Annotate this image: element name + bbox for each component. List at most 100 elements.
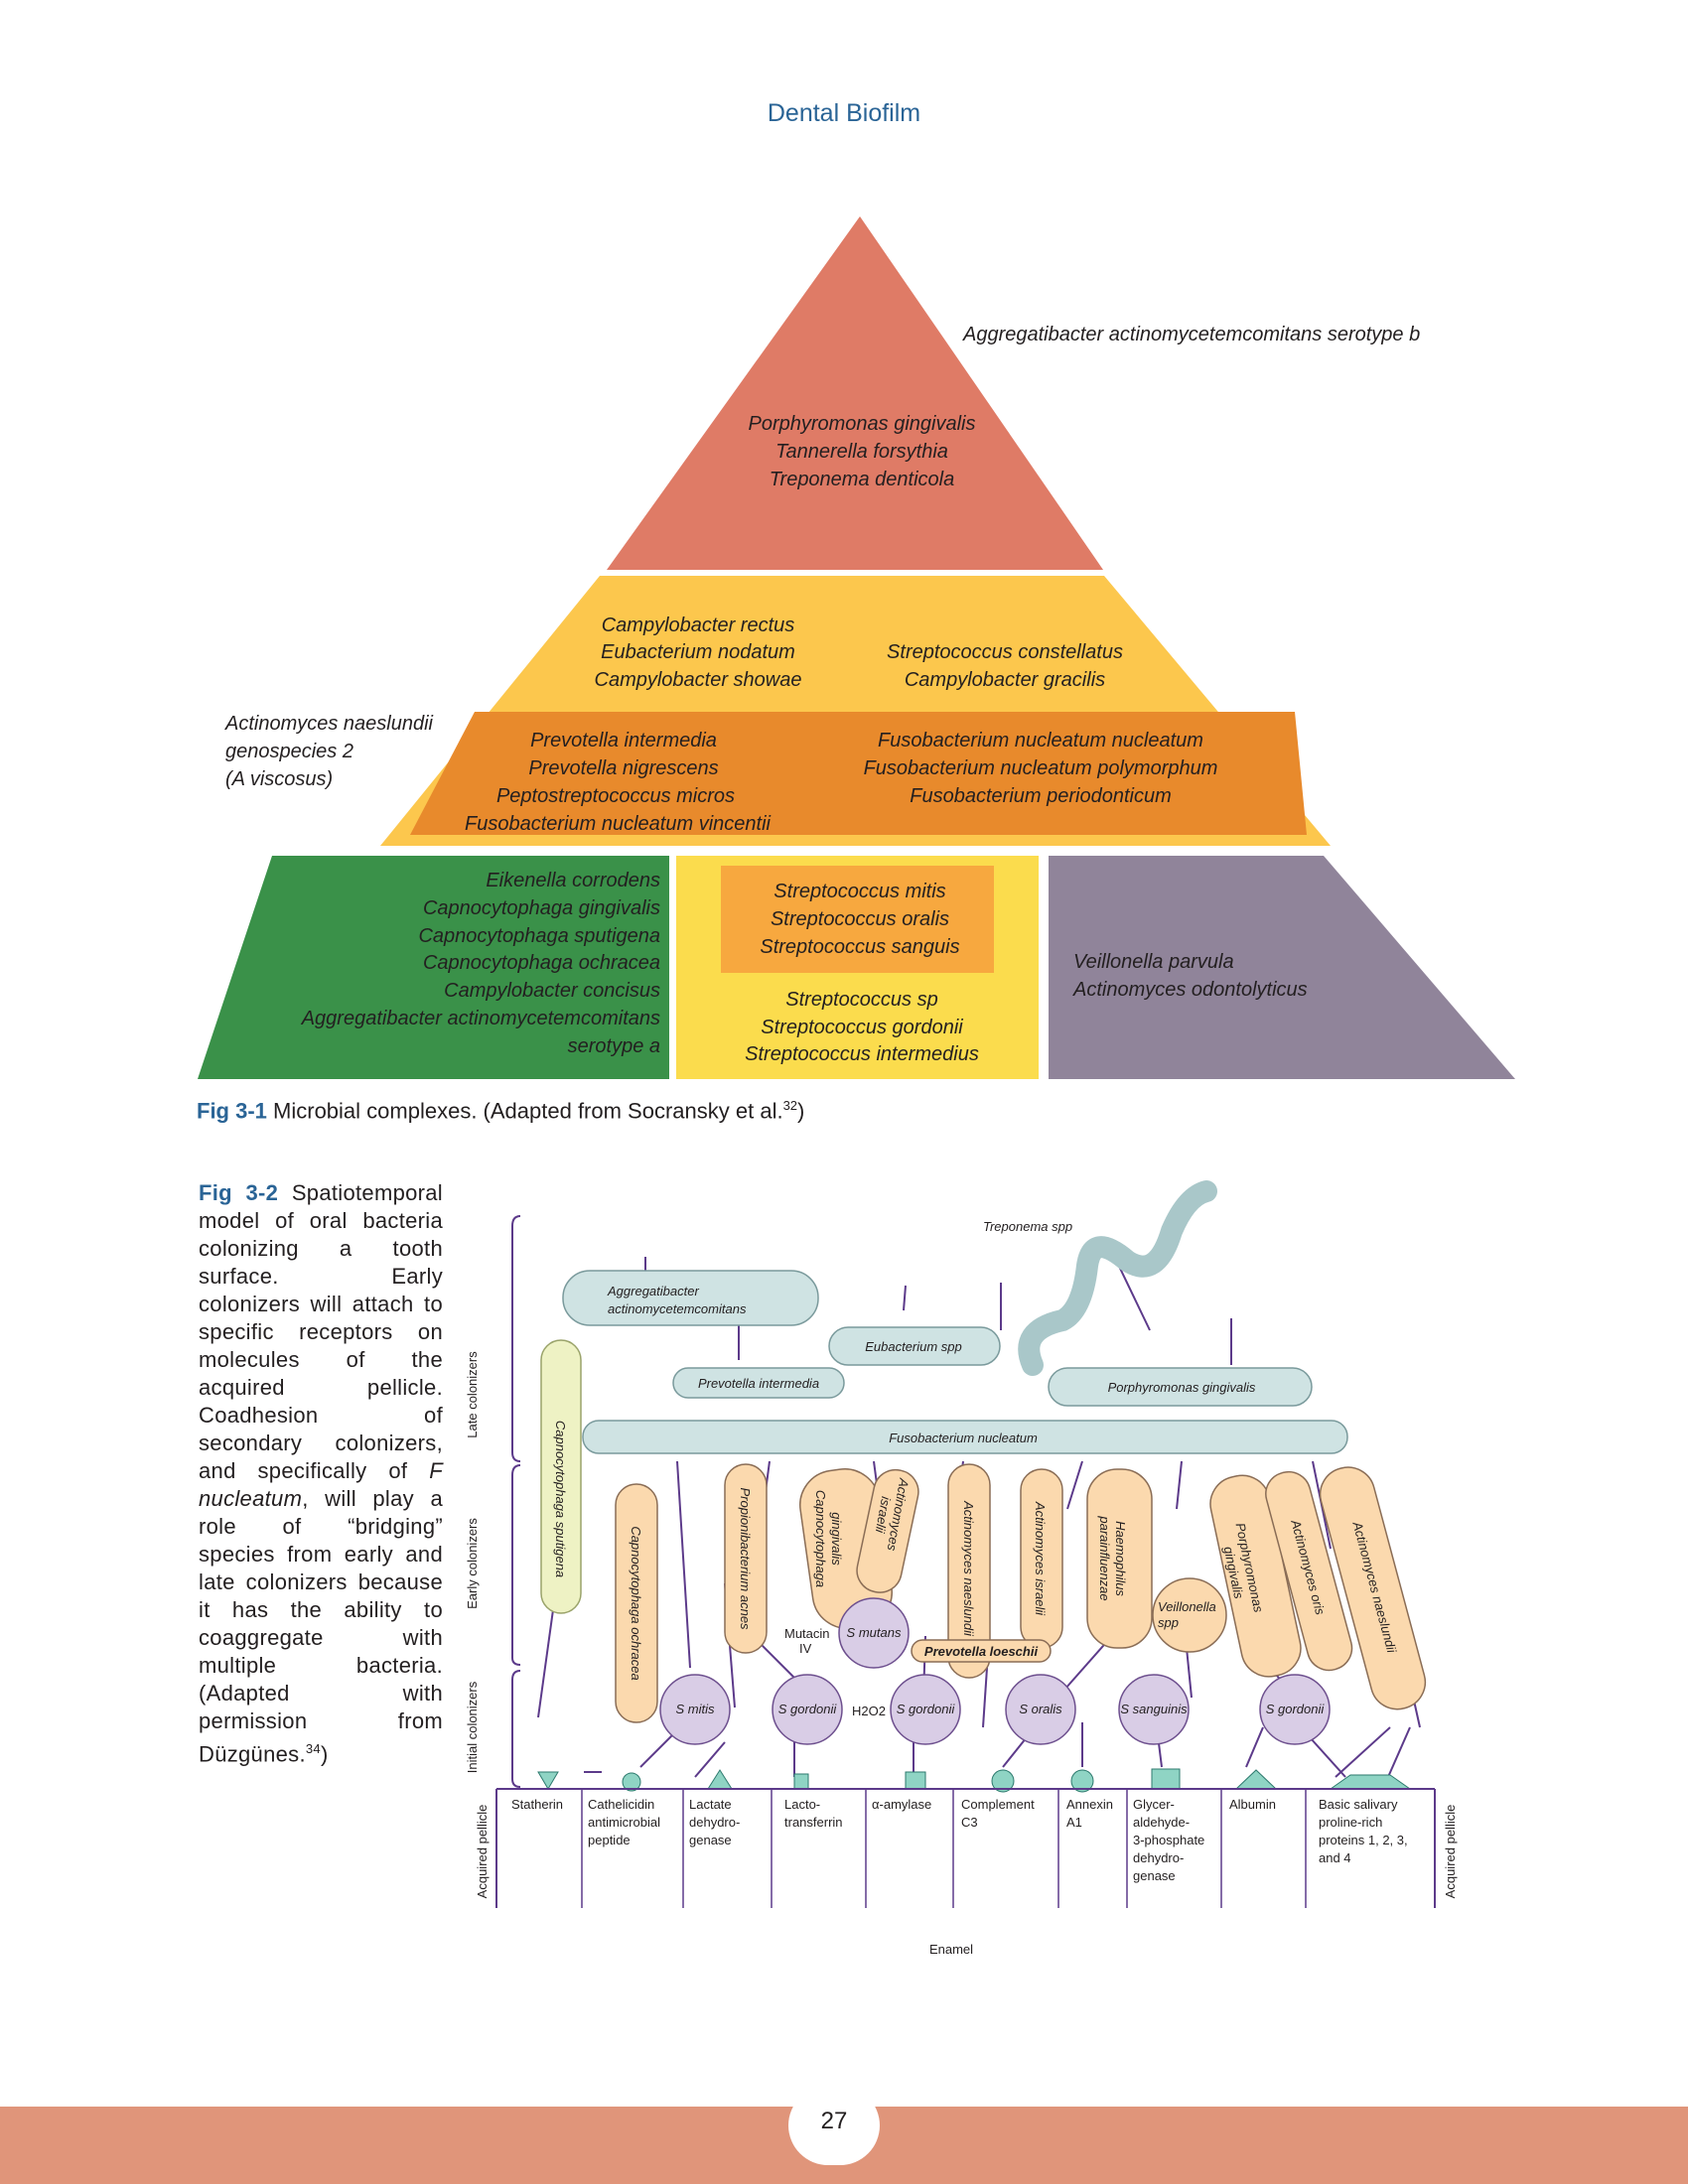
- initial-cell: [890, 1674, 961, 1745]
- mutacin-label: IV: [799, 1641, 812, 1656]
- propionibacterium-cell: [724, 1463, 768, 1654]
- propionibacterium-label: Propionibacterium acnes: [738, 1487, 753, 1630]
- caption-close: ): [797, 1098, 805, 1124]
- receptor-label: Albumin: [1229, 1797, 1276, 1812]
- orange-species: Fusobacterium periodonticum: [910, 785, 1171, 807]
- figure-3-2-caption: Fig 3-2 Spatiotemporal model of oral bac…: [199, 1179, 443, 1768]
- receptor-label: Complement: [961, 1797, 1035, 1812]
- streptococci-species: Streptococcus sanguis: [760, 936, 959, 958]
- initial-cell: [1118, 1674, 1190, 1745]
- initial-label: S gordonii: [778, 1702, 838, 1716]
- yellow-species: Streptococcus constellatus: [887, 641, 1123, 663]
- orange-complex: [410, 712, 1307, 835]
- caption-text: Spatiotemporal model of oral bacteria co…: [199, 1180, 443, 1483]
- initial-cell: [1259, 1674, 1331, 1745]
- h2o2-label: H2O2: [852, 1704, 886, 1718]
- receptor-label: Glycer-: [1133, 1797, 1175, 1812]
- eubacterium-label: Eubacterium spp: [865, 1339, 962, 1354]
- receptor-label: dehydro-: [689, 1815, 740, 1830]
- figure-label: Fig 3-2: [199, 1180, 279, 1205]
- orange-species: Prevotella intermedia: [530, 730, 717, 751]
- prevotella-intermedia-label: Prevotella intermedia: [698, 1376, 819, 1391]
- capno-ochracea-label: Capnocytophaga ochracea: [629, 1526, 643, 1680]
- s-mutans-cell: [838, 1597, 910, 1669]
- capnocytophaga-ochracea-cell: [615, 1483, 658, 1723]
- figure-3-1-pyramid: Aggregatibacter actinomycetemcomitans se…: [198, 216, 1515, 1079]
- acquired-pellicle: Acquired pellicle Acquired pellicle Stat…: [475, 1788, 1458, 1908]
- porphyromonas-label: Porphyromonas gingivalis: [1108, 1380, 1256, 1395]
- serotype-b-label: Aggregatibacter actinomycetemcomitans se…: [962, 324, 1420, 345]
- prevotella-loeschii-label: Prevotella loeschii: [924, 1644, 1039, 1659]
- receptor-label: transferrin: [784, 1815, 843, 1830]
- actinomyces-naeslundii2-cell: [1319, 1466, 1427, 1710]
- enamel-label: Enamel: [929, 1942, 973, 1957]
- initial-label: S mitis: [676, 1702, 716, 1716]
- treponema-spp: [1018, 1180, 1217, 1376]
- colonizer-brackets: Late colonizers Early colonizers Initial…: [465, 1215, 521, 1788]
- actinomyces-oris-cell: [1265, 1470, 1353, 1672]
- receptor-label: and 4: [1319, 1850, 1351, 1865]
- initial-cell: [1005, 1674, 1076, 1745]
- green-species: Capnocytophaga gingivalis: [423, 897, 660, 919]
- veillonella-label: Veillonella: [1158, 1599, 1216, 1614]
- haemophilus-cell: [1086, 1468, 1153, 1649]
- initial-cell: [659, 1674, 731, 1745]
- fusobacterium-cell: [582, 1420, 1348, 1454]
- initial-colonizers: S mitis S gordonii S gordonii S oralis S…: [659, 1674, 1331, 1745]
- capnocytophaga-sputigena-cell: [540, 1339, 582, 1614]
- green-species: serotype a: [568, 1035, 660, 1057]
- capno-gingivalis-label: Capnocytophaga: [813, 1490, 828, 1587]
- red-species: Tannerella forsythia: [775, 441, 948, 463]
- receptor-label: Lacto-: [784, 1797, 820, 1812]
- green-species: Capnocytophaga sputigena: [418, 925, 660, 947]
- bracket-early-label: Early colonizers: [465, 1518, 480, 1609]
- orange-box-streptococci: [721, 866, 994, 973]
- receptor-label: genase: [1133, 1868, 1176, 1883]
- porphyromonas-cell: [1048, 1367, 1313, 1407]
- streptococci-species: Streptococcus intermedius: [745, 1043, 979, 1065]
- actinomyces-side-label: Actinomyces naeslundii: [224, 713, 434, 735]
- actino-naeslundii-label: Actinomyces naeslundii: [961, 1500, 976, 1637]
- bracket-late-label: Late colonizers: [465, 1351, 480, 1438]
- eubacterium-cell: [828, 1326, 1001, 1366]
- caption-close: ): [320, 1741, 329, 1767]
- initial-label: S sanguinis: [1120, 1702, 1188, 1716]
- mutacin-label: Mutacin: [784, 1626, 830, 1641]
- veillonella-cell: [1152, 1577, 1227, 1653]
- orange-species: Fusobacterium nucleatum polymorphum: [864, 757, 1218, 779]
- aggregatibacter-label: actinomycetemcomitans: [608, 1301, 747, 1316]
- orange-species: Prevotella nigrescens: [528, 757, 718, 779]
- prevotella-intermedia-cell: [672, 1367, 845, 1399]
- receptor-label: Lactate: [689, 1797, 732, 1812]
- capno-gingivalis-label: gingivalis: [829, 1512, 844, 1566]
- figure-label: Fig 3-1: [197, 1098, 267, 1124]
- caption-text: Microbial complexes. (Adapted from Socra…: [273, 1098, 783, 1124]
- red-species: Porphyromonas gingivalis: [748, 413, 975, 435]
- figure-3-2-diagram: .ln { stroke:#5c3a8a; stroke-width:2; fi…: [465, 1180, 1458, 1957]
- orange-species: Fusobacterium nucleatum nucleatum: [878, 730, 1203, 751]
- yellow-species: Campylobacter showae: [595, 669, 802, 691]
- actinomyces-israelii-small-cell: [856, 1468, 919, 1593]
- capno-sputigena-label: Capnocytophaga sputigena: [553, 1421, 568, 1577]
- receptor-label: proline-rich: [1319, 1815, 1382, 1830]
- actino-israelii-label: Actinomyces israelii: [1033, 1501, 1048, 1616]
- receptor-label: genase: [689, 1833, 732, 1847]
- treponema-label: Treponema spp: [983, 1219, 1072, 1234]
- prevotella-loeschii-cell: [911, 1639, 1052, 1663]
- initial-cell: [772, 1674, 843, 1745]
- actinomyces-side-label: genospecies 2: [225, 741, 353, 762]
- reference: 32: [782, 1098, 798, 1113]
- fusobacterium-label: Fusobacterium nucleatum: [889, 1431, 1038, 1445]
- yellow-species: Campylobacter gracilis: [905, 669, 1105, 691]
- receptor-label: Annexin: [1066, 1797, 1113, 1812]
- red-complex: [607, 216, 1103, 570]
- actinomyces-side-label: (A viscosus): [225, 768, 333, 790]
- actino-israelii-small-label: israelii: [873, 1495, 894, 1535]
- bracket-initial-label: Initial colonizers: [465, 1681, 480, 1773]
- receptor-label: Statherin: [511, 1797, 563, 1812]
- haemophilus-label: parainfluenzae: [1097, 1515, 1112, 1600]
- receptor-label: proteins 1, 2, 3,: [1319, 1833, 1408, 1847]
- receptor-label: aldehyde-: [1133, 1815, 1190, 1830]
- orange-species: Peptostreptococcus micros: [496, 785, 735, 807]
- receptor-label: α-amylase: [872, 1797, 931, 1812]
